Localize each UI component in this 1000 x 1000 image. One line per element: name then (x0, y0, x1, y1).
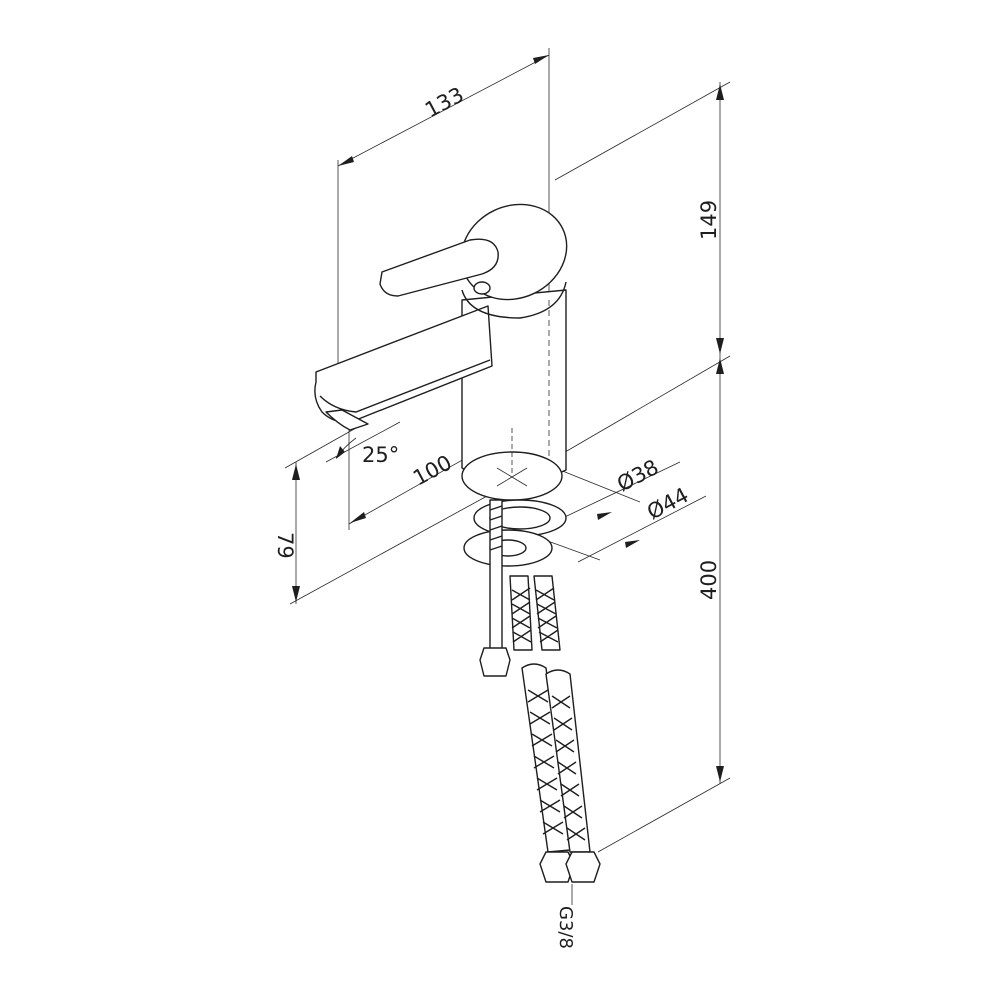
label-79: 79 (273, 532, 297, 559)
mounting-assembly (461, 428, 567, 677)
arrow-149-top (716, 84, 724, 100)
label-400: 400 (697, 560, 721, 600)
label-133: 133 (421, 82, 468, 122)
arrow-149-bottom (716, 338, 724, 354)
faucet-body (314, 203, 568, 484)
hose-upper-2 (533, 575, 561, 651)
dimension-diameters: Ø38 Ø44 (544, 455, 707, 563)
extension-line-149-bottom (559, 355, 731, 456)
arrow-d44 (625, 540, 640, 548)
stud-nut (479, 647, 511, 677)
angle-arrow (336, 446, 345, 459)
label-d38: Ø38 (613, 455, 662, 497)
extension-line-d38 (559, 469, 641, 503)
hose-upper-2-braid (535, 587, 559, 643)
dim-line-d44 (577, 495, 707, 563)
spout-aerator (325, 409, 369, 431)
extension-line-79-bottom (289, 489, 499, 605)
flex-hoses: G3/8 (509, 575, 601, 949)
dimension-79: 79 (273, 427, 499, 605)
label-d44: Ø44 (643, 483, 692, 525)
hose-lower-2-braid (551, 695, 586, 841)
arrow-400-bottom (716, 766, 724, 782)
hose-lower-1-braid (527, 689, 564, 835)
arrow-100-left (350, 512, 366, 523)
label-25deg: 25° (362, 443, 399, 467)
extension-line-d44 (544, 539, 601, 561)
arrow-79-bottom (292, 586, 300, 602)
lever-indicator (473, 281, 491, 295)
base-ring (461, 451, 563, 501)
dim-line-133 (337, 54, 550, 167)
hose-fitting-1 (539, 851, 575, 883)
arrow-400-top (716, 358, 724, 374)
hose-upper-1-braid (511, 587, 532, 643)
label-149: 149 (697, 200, 721, 240)
lever-handle[interactable] (379, 238, 499, 297)
stud-threads (489, 505, 503, 551)
extension-line-400-bottom (597, 777, 731, 853)
label-thread: G3/8 (555, 906, 576, 949)
hose-fitting-2 (565, 851, 601, 883)
threaded-stud (489, 499, 503, 651)
dimension-149: 149 (554, 81, 731, 456)
dimension-400: 400 (597, 356, 731, 853)
arrow-d38 (597, 512, 612, 520)
arrow-133-left (338, 156, 354, 166)
label-100: 100 (409, 450, 456, 490)
dim-line-d38 (547, 461, 681, 526)
hose-lower-2 (545, 669, 591, 853)
spout-edge-line (319, 359, 491, 413)
extension-line-149-top (554, 81, 731, 181)
cap-lower-edge (461, 281, 567, 319)
hose-upper-1 (509, 575, 533, 651)
base-cross-2 (496, 467, 528, 487)
arrow-79-top (292, 464, 300, 480)
angle-25: 25° (325, 421, 401, 467)
extension-line-79-top (284, 427, 357, 469)
arrow-133-right (533, 55, 549, 64)
